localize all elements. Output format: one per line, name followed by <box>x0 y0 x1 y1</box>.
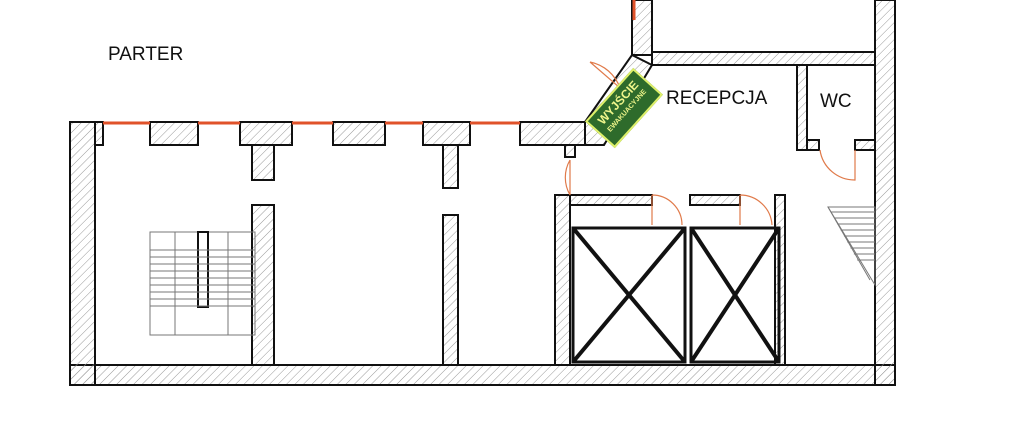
staircase-right <box>827 206 876 287</box>
room-label-reception: RECEPCJA <box>666 88 768 109</box>
walls <box>69 0 896 386</box>
room-label-wc: WC <box>820 91 852 112</box>
staircase-left <box>149 231 256 336</box>
windows <box>103 0 636 125</box>
floor-label: PARTER <box>108 44 184 65</box>
door-swings <box>564 61 856 226</box>
closed-rooms <box>571 226 781 364</box>
